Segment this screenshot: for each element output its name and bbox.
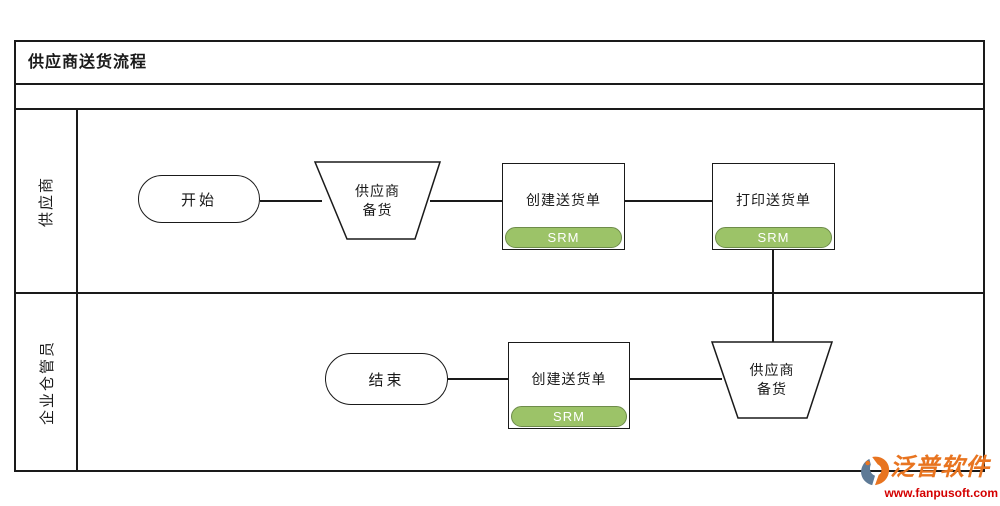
node-end-label: 结束 [368,371,405,389]
edge-end-to-create-bottom [448,378,508,380]
title-row: 供应商送货流程 [16,42,983,85]
edge-print-to-prepare-bottom [772,249,774,344]
diagram-frame: 供应商送货流程 供应商 企业仓管员 [14,40,985,472]
edge-start-to-prepare [260,200,322,202]
node-supplier-prepare-top: 供应商 备货 [310,161,445,240]
srm-badge: SRM [511,406,627,427]
fanpu-logo-brand: 泛普软件 [890,455,990,481]
trapezoid-shape [710,341,834,419]
node-start: 开始 [138,175,260,223]
node-create-delivery-bottom-label: 创建送货单 [531,371,607,387]
trapezoid-shape [313,161,442,240]
node-print-delivery-label: 打印送货单 [736,192,811,208]
node-end: 结束 [325,353,448,405]
node-supplier-prepare-top-label: 供应商 备货 [355,182,400,218]
fanpu-logo-url: www.fanpusoft.com [884,486,998,500]
edge-prepare-to-create [430,200,502,202]
node-create-delivery-bottom: 创建送货单 SRM [508,342,630,429]
fanpu-logo: 泛普软件 www.fanpusoft.com [860,453,998,500]
fanpu-logo-icon [861,456,890,486]
lane-warehouse: 企业仓管员 [16,294,983,470]
srm-badge: SRM [505,227,622,248]
node-create-delivery-top-label: 创建送货单 [526,192,601,208]
node-create-delivery-top: 创建送货单 SRM [502,163,625,250]
page-title: 供应商送货流程 [28,54,148,71]
lane-warehouse-label: 企业仓管员 [38,339,56,425]
node-supplier-prepare-bottom-label: 供应商 备货 [749,362,795,397]
lane-supplier-label: 供应商 [38,175,56,227]
srm-badge: SRM [715,227,832,248]
spacer-row [16,85,983,110]
edge-create-to-print [625,200,712,202]
lane-supplier: 供应商 [16,110,983,294]
node-print-delivery: 打印送货单 SRM [712,163,835,250]
node-start-label: 开始 [180,191,217,209]
lane-warehouse-label-cell: 企业仓管员 [16,294,78,470]
lane-supplier-label-cell: 供应商 [16,110,78,292]
edge-create-bottom-to-prepare-bottom [630,378,722,380]
node-supplier-prepare-bottom: 供应商 备货 [706,341,838,419]
